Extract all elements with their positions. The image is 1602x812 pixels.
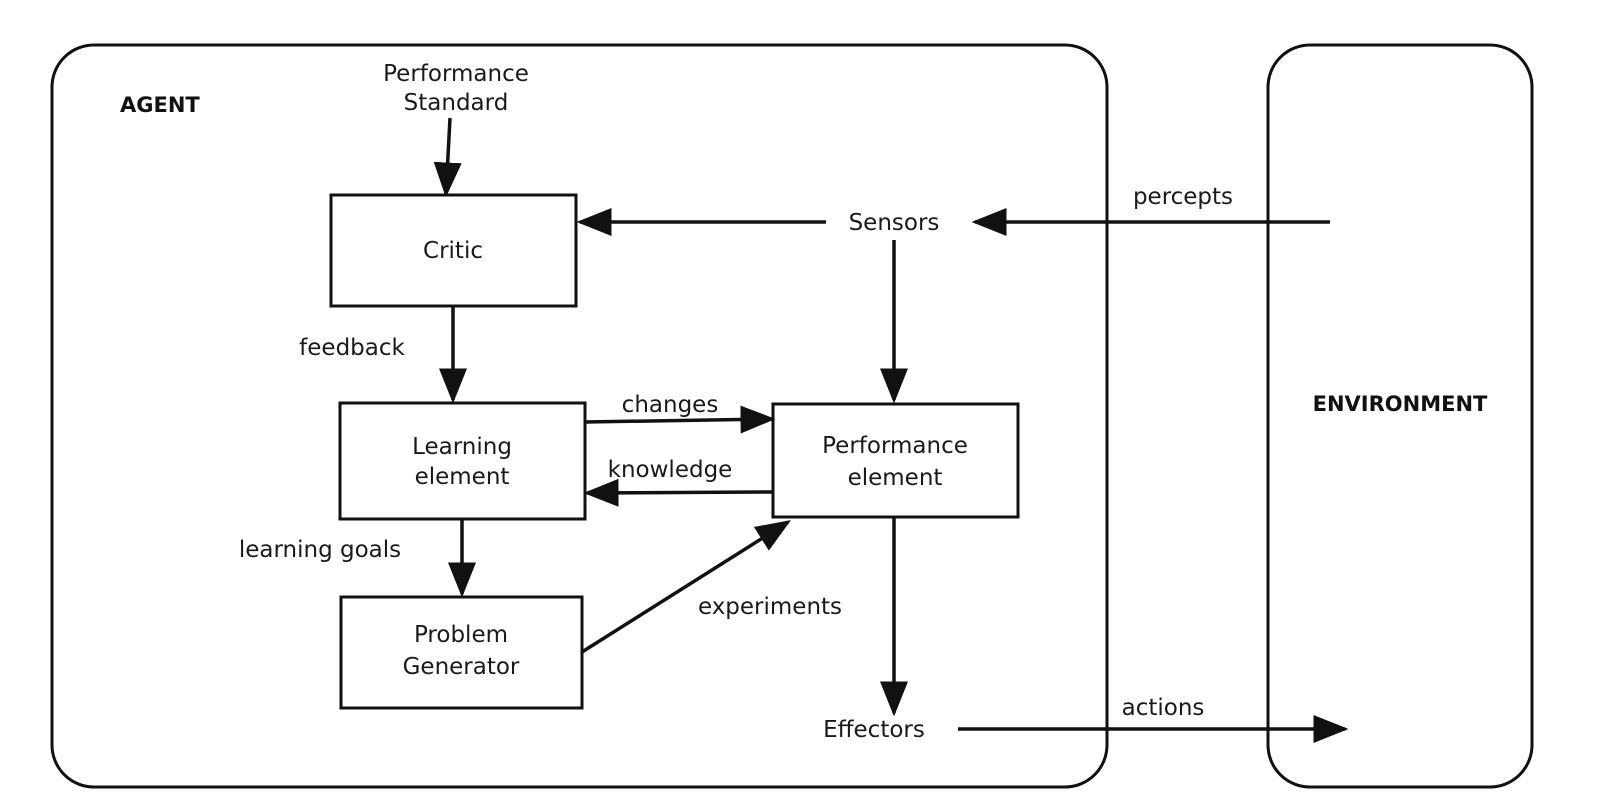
standard-to-critic-arrow [433,117,462,198]
performance-standard-line-2: Standard [404,90,509,116]
critic-label: Critic [423,238,483,264]
sensors-label: Sensors [849,210,940,236]
performance-element-line-1: Performance [822,433,968,459]
percepts-label: percepts [1133,184,1233,210]
performance-element-line-2: element [848,465,943,491]
agent-frame [50,43,1109,789]
knowledge-arrow [583,478,774,507]
experiments-arrow [581,520,791,654]
effectors-label: Effectors [823,717,925,743]
learning-goals-label: learning goals [239,537,401,563]
experiments-label: experiments [698,594,842,620]
problem-generator-line-1: Problem [414,622,508,648]
performance-standard-line-1: Performance [383,61,529,87]
actions-label: actions [1122,695,1205,721]
changes-arrow [584,405,776,434]
learning-element-line-2: element [415,464,510,490]
performance-element-box [771,402,1020,519]
agent-label: AGENT [120,93,200,117]
knowledge-label: knowledge [608,457,733,483]
environment-label: ENVIRONMENT [1313,392,1488,416]
problem-generator-line-2: Generator [403,654,520,680]
feedback-label: feedback [299,335,405,361]
environment-frame [1266,43,1534,789]
learning-element-line-1: Learning [412,434,512,460]
problem-generator-box [339,595,584,710]
learning-element-box [338,401,587,521]
changes-label: changes [622,392,719,418]
